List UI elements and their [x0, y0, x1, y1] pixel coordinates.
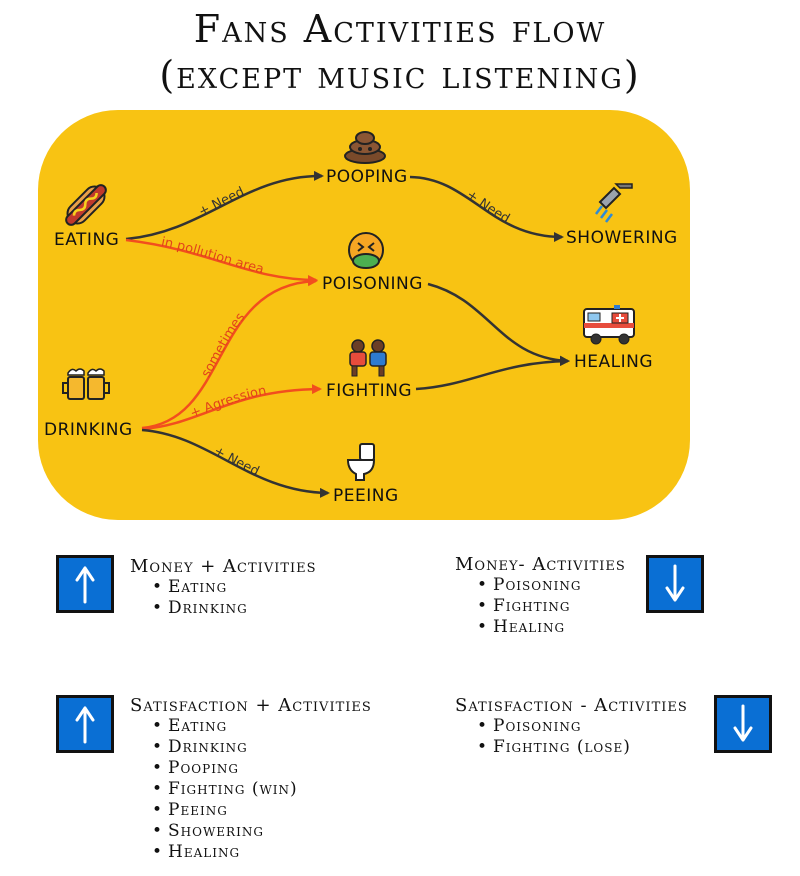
- legend-money-plus-heading: Money + Activities: [130, 556, 317, 577]
- list-item: Healing: [477, 617, 626, 638]
- node-peeing: PEEING: [333, 486, 399, 506]
- node-healing: HEALING: [574, 352, 653, 372]
- node-drinking: DRINKING: [44, 420, 133, 440]
- edge-fighting-healing: [415, 356, 570, 391]
- legend-money-minus-heading: Money- Activities: [455, 554, 626, 575]
- shower-icon: [595, 183, 633, 223]
- money-minus-arrow-down-icon: [646, 555, 704, 613]
- edge-drinking-poisoning: [141, 276, 318, 430]
- legend-satisfaction-minus-heading: Satisfaction - Activities: [455, 695, 688, 716]
- list-item: Drinking: [152, 598, 317, 619]
- edge-pooping-showering: [409, 175, 564, 242]
- diagram-title-line-1: Fans Activities flow: [193, 7, 607, 51]
- edge-eating-poisoning: [125, 238, 318, 285]
- list-item: Pooping: [152, 758, 372, 779]
- node-fighting: FIGHTING: [326, 381, 412, 401]
- list-item: Fighting (lose): [477, 737, 688, 758]
- list-item: Drinking: [152, 737, 372, 758]
- legend-satisfaction-plus: Satisfaction + Activities Eating Drinkin…: [130, 695, 372, 863]
- satisfaction-plus-arrow-up-icon: [56, 695, 114, 753]
- edge-drinking-fighting: [141, 384, 322, 431]
- flow-diagram: + Need + Need in pollution area sometime…: [38, 110, 690, 520]
- legend-money-plus: Money + Activities Eating Drinking: [130, 556, 317, 619]
- hotdog-icon: [65, 184, 107, 226]
- list-item: Poisoning: [477, 575, 626, 596]
- list-item: Showering: [152, 821, 372, 842]
- satisfaction-minus-arrow-down-icon: [714, 695, 772, 753]
- node-showering: SHOWERING: [566, 228, 678, 248]
- beer-mugs-icon: [62, 368, 110, 400]
- diagram-title-line-2: (except music listening): [159, 53, 641, 97]
- node-poisoning: POISONING: [322, 274, 423, 294]
- edge-eating-pooping: [125, 170, 324, 241]
- legend-satisfaction-plus-heading: Satisfaction + Activities: [130, 695, 372, 716]
- flow-panel: [38, 110, 690, 520]
- nauseated-face-icon: [348, 232, 384, 269]
- list-item: Eating: [152, 577, 317, 598]
- edge-poisoning-healing: [427, 282, 570, 366]
- list-item: Eating: [152, 716, 372, 737]
- wrestlers-icon: [349, 339, 387, 377]
- ambulance-icon: [583, 305, 635, 345]
- list-item: Peeing: [152, 800, 372, 821]
- legend-satisfaction-minus: Satisfaction - Activities Poisoning Figh…: [455, 695, 688, 758]
- toilet-icon: [346, 443, 376, 481]
- node-eating: EATING: [54, 230, 119, 250]
- list-item: Poisoning: [477, 716, 688, 737]
- node-pooping: POOPING: [326, 167, 408, 187]
- list-item: Healing: [152, 842, 372, 863]
- money-plus-arrow-up-icon: [56, 555, 114, 613]
- poop-icon: [344, 131, 386, 164]
- edge-drinking-peeing: [141, 428, 330, 498]
- list-item: Fighting: [477, 596, 626, 617]
- list-item: Fighting (win): [152, 779, 372, 800]
- legend-money-minus: Money- Activities Poisoning Fighting Hea…: [455, 554, 626, 638]
